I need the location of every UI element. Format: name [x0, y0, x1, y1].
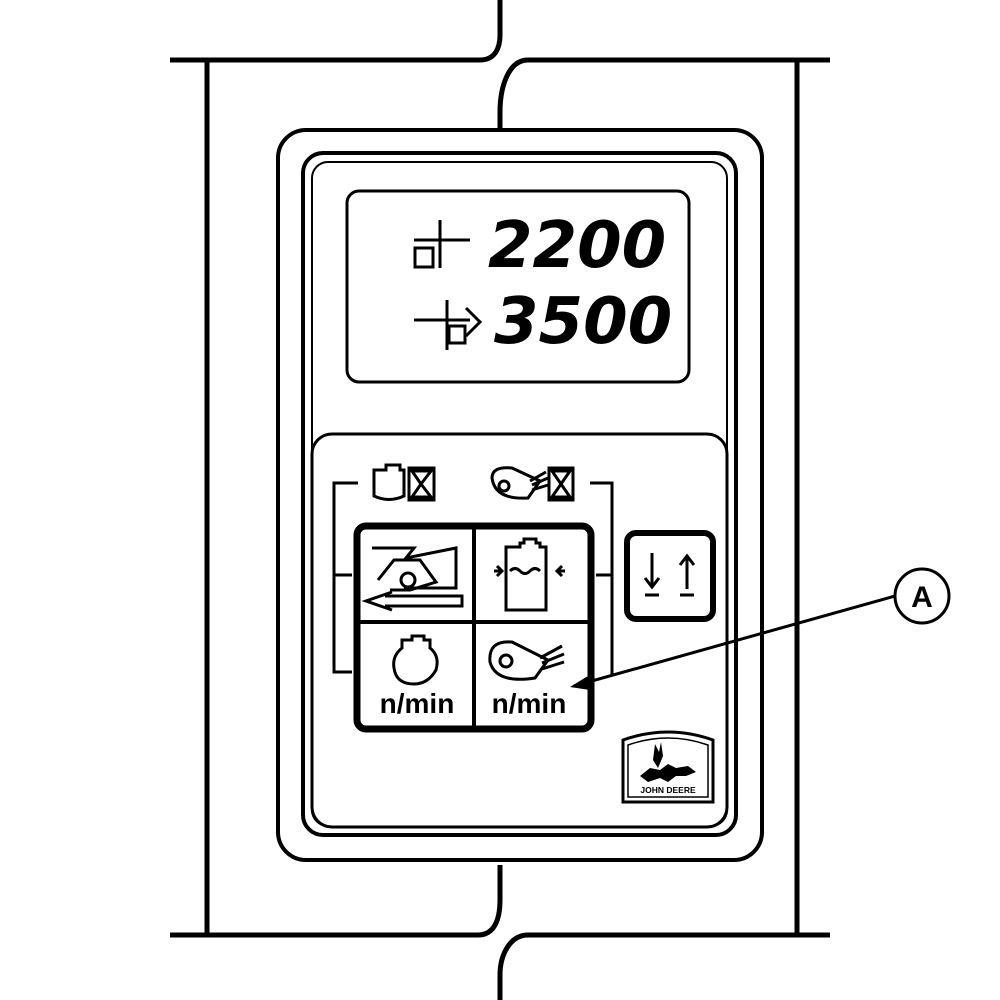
lcd-value-row2: 3500: [494, 285, 672, 359]
fan-hourglass-icon: [490, 466, 575, 502]
up-down-arrows-icon: [643, 553, 696, 597]
callout-a: A: [570, 567, 951, 690]
fan-rpm-label: n/min: [492, 688, 567, 719]
logo-text: JOHN DEERE: [640, 785, 696, 795]
up-down-button[interactable]: [624, 530, 716, 622]
speed-arrow-icon: [414, 300, 483, 350]
john-deere-logo: JOHN DEERE: [621, 730, 715, 804]
grain-tank-icon: [494, 537, 565, 612]
deer-icon: [640, 742, 696, 782]
engine-rpm-label: n/min: [380, 688, 455, 719]
cleaning-fan-icon: [488, 640, 565, 681]
engine-icon: [392, 634, 439, 686]
callout-label: A: [911, 581, 933, 614]
engine-rpm-button[interactable]: n/min: [362, 625, 472, 725]
keypad-bracket: [332, 481, 614, 675]
target-speed-icon: [413, 220, 470, 269]
grain-tank-button[interactable]: [477, 531, 587, 620]
ground-speed-button[interactable]: [361, 531, 472, 620]
cab-frame: [170, 0, 830, 1000]
combine-harvester-icon: [361, 546, 464, 612]
fan-rpm-button[interactable]: n/min: [477, 625, 587, 725]
engine-hourglass-icon: [372, 463, 436, 502]
lcd-value-row1: 2200: [488, 209, 666, 283]
